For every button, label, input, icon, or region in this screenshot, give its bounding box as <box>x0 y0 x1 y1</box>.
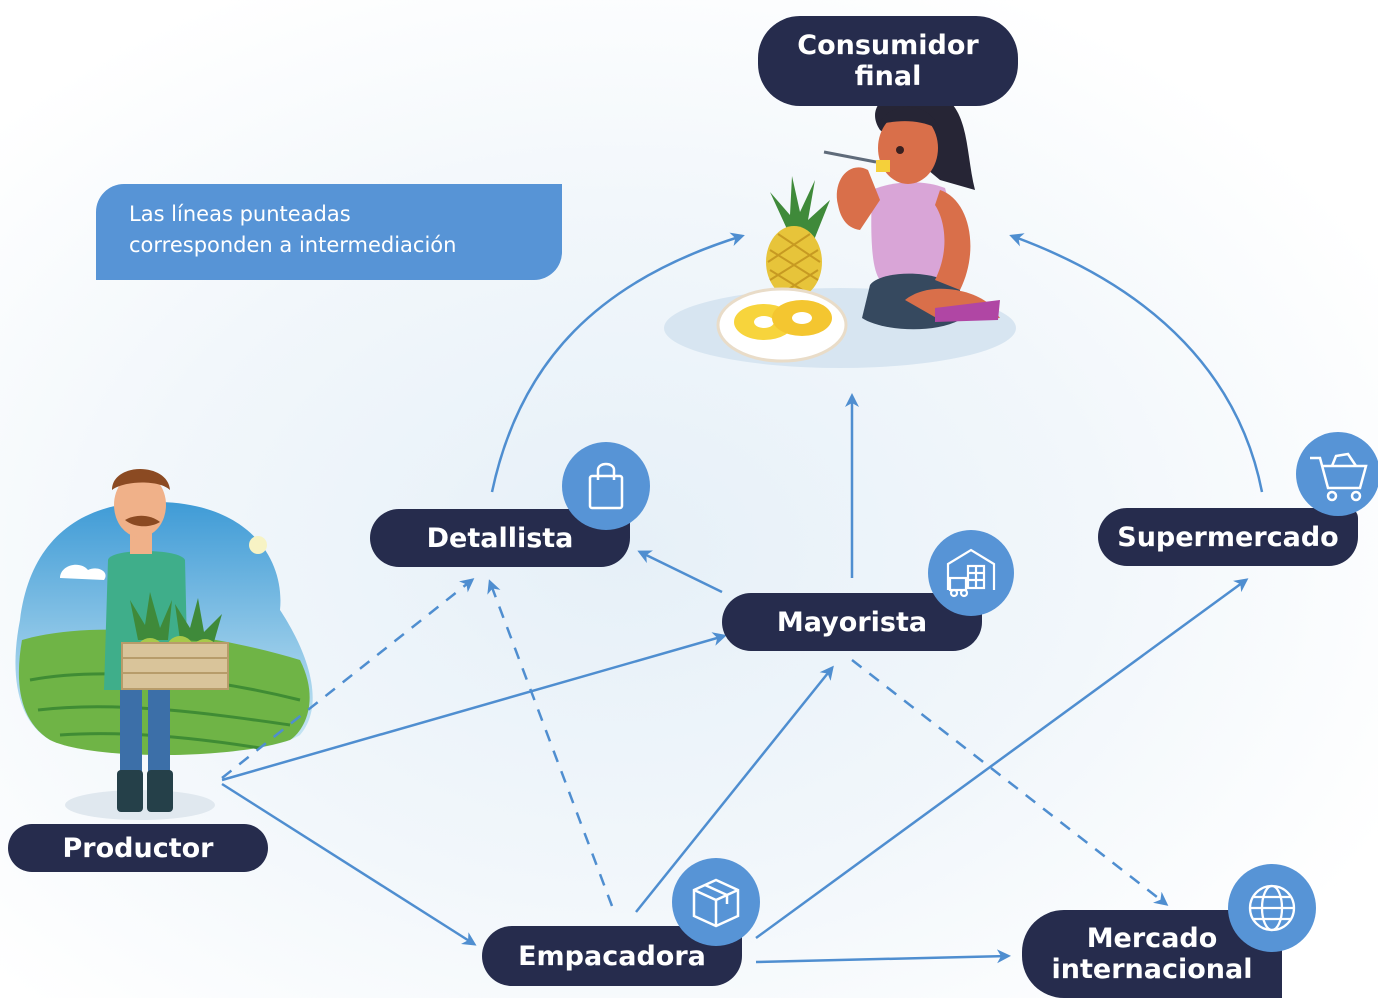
edge-empacadora-mayorista <box>635 665 834 913</box>
node-consumidor-final: Consumidor final <box>758 16 1018 106</box>
consumer-illustration <box>664 88 1016 368</box>
farmer-illustration <box>15 469 313 820</box>
edge-detallista-consumidor <box>490 232 745 493</box>
dashed-lines-note: Las líneas punteadas corresponden a inte… <box>96 184 562 280</box>
shopping-bag-icon <box>562 442 650 530</box>
node-mercado-internacional: Mercado internacional <box>1022 910 1282 998</box>
edge-productor-mayorista <box>221 632 727 782</box>
edge-empacadora-detallista <box>487 579 614 907</box>
box-icon <box>672 858 760 946</box>
node-label: Consumidor final <box>797 30 979 92</box>
node-productor: Productor <box>8 824 268 872</box>
edges <box>221 232 1264 964</box>
shopping-cart-icon <box>1296 432 1378 516</box>
node-label: Mayorista <box>776 606 928 638</box>
edge-mayorista-detallista <box>637 550 723 594</box>
edge-empacadora-mercado <box>755 949 1011 964</box>
edge-mayorista-mercado <box>851 659 1169 906</box>
pineapple-crate-icon <box>121 592 229 690</box>
globe-icon <box>1228 864 1316 952</box>
node-label: Mercado internacional <box>1051 923 1253 985</box>
plate-icon <box>716 287 848 363</box>
node-label: Supermercado <box>1117 521 1339 553</box>
edge-supermercado-consumidor <box>1009 233 1264 493</box>
edge-productor-detallista <box>221 578 475 779</box>
girl-eating-icon <box>823 88 1000 330</box>
node-label: Empacadora <box>518 940 706 972</box>
edge-empacadora-supermercado <box>755 578 1249 940</box>
edge-productor-empacadora <box>221 782 477 946</box>
node-supermercado: Supermercado <box>1098 508 1358 566</box>
node-mayorista: Mayorista <box>722 593 982 651</box>
warehouse-truck-icon <box>928 530 1014 616</box>
node-label: Productor <box>62 832 214 864</box>
pineapple-icon <box>766 176 830 298</box>
node-label: Detallista <box>426 522 574 554</box>
